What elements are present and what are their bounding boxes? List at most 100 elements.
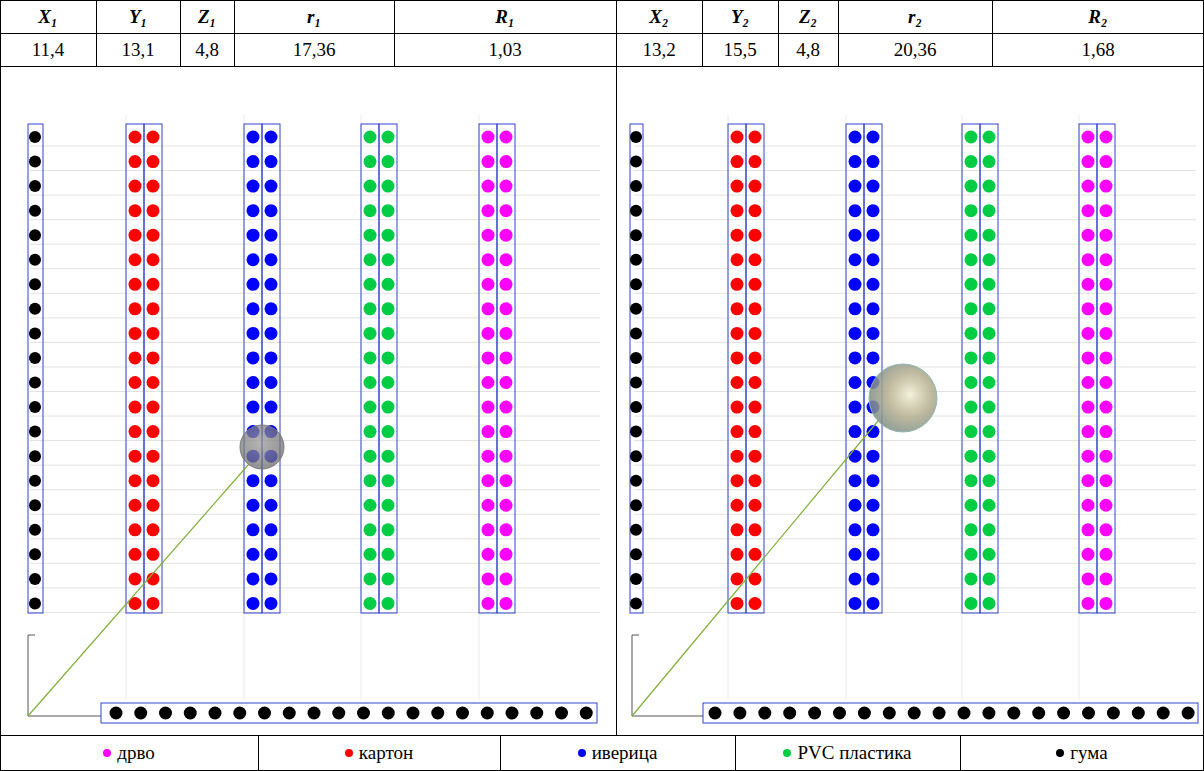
sample-dot	[965, 401, 978, 414]
sample-dot	[1100, 548, 1113, 561]
sample-dot	[982, 707, 995, 720]
sample-dot	[1082, 302, 1095, 315]
sample-dot	[382, 523, 395, 536]
sample-dot	[965, 450, 978, 463]
table-cell: R₂	[992, 0, 1204, 33]
sample-dot	[506, 707, 519, 720]
sample-dot	[749, 278, 762, 291]
table-value: 13,2	[642, 39, 675, 61]
sample-frame	[630, 124, 643, 613]
sample-dot	[867, 474, 880, 487]
sample-dot	[849, 278, 862, 291]
sample-dot	[382, 376, 395, 389]
grid-line	[634, 342, 1196, 343]
sample-dot	[247, 229, 260, 242]
sample-dot	[29, 450, 41, 462]
sample-dot	[867, 278, 880, 291]
sample-dot	[965, 523, 978, 536]
sample-dot	[1082, 425, 1095, 438]
sample-dot	[867, 572, 880, 585]
sample-dot	[1082, 474, 1095, 487]
grid-line	[634, 170, 1196, 171]
sample-dot	[283, 707, 296, 720]
sample-dot	[965, 327, 978, 340]
sample-dot	[500, 523, 513, 536]
sample-dot	[247, 253, 260, 266]
sample-dot	[147, 523, 160, 536]
sample-dot	[630, 377, 642, 389]
sample-dot	[731, 253, 744, 266]
sample-dot	[364, 351, 377, 364]
table-value: 20,36	[894, 39, 937, 61]
sample-dot	[247, 474, 260, 487]
sample-dot	[265, 572, 278, 585]
sample-dot	[364, 425, 377, 438]
sample-dot	[265, 155, 278, 168]
sample-dot	[1082, 401, 1095, 414]
sample-dot	[983, 572, 996, 585]
sample-dot	[265, 523, 278, 536]
sample-dot	[500, 450, 513, 463]
sample-frame	[864, 124, 882, 613]
sample-dot	[1100, 572, 1113, 585]
column-header: r₂	[908, 6, 922, 28]
table-line	[992, 0, 993, 66]
sample-dot	[184, 707, 197, 720]
table-cell: 17,36	[234, 33, 394, 66]
sample-dot	[983, 499, 996, 512]
sample-dot	[382, 180, 395, 193]
sample-dot	[749, 474, 762, 487]
sample-dot	[265, 474, 278, 487]
sample-dot	[933, 707, 946, 720]
grid-line	[634, 489, 1196, 490]
sample-dot	[265, 180, 278, 193]
sample-dot	[1082, 204, 1095, 217]
sample-dot	[482, 572, 495, 585]
sample-dot	[749, 401, 762, 414]
sample-dot	[258, 707, 271, 720]
sample-dot	[749, 450, 762, 463]
sample-dot	[134, 707, 147, 720]
legend-swatch	[345, 749, 353, 757]
sample-frame	[728, 124, 746, 613]
sample-dot	[407, 707, 420, 720]
sample-dot	[265, 204, 278, 217]
sample-dot	[247, 278, 260, 291]
sample-dot	[482, 474, 495, 487]
sample-dot	[382, 597, 395, 610]
grid-line	[634, 465, 1196, 466]
sample-dot	[1100, 425, 1113, 438]
sample-dot	[867, 499, 880, 512]
sample-dot	[867, 131, 880, 144]
sample-dot	[147, 376, 160, 389]
column-header: Z₂	[799, 6, 817, 28]
legend-entry: картон	[258, 736, 500, 770]
axis-tick	[632, 635, 639, 636]
table-line	[0, 770, 1204, 771]
sample-dot	[731, 351, 744, 364]
sample-dot	[983, 327, 996, 340]
table-cell: X₁	[0, 0, 96, 33]
sample-dot	[749, 180, 762, 193]
sample-dot	[364, 572, 377, 585]
sample-dot	[129, 474, 142, 487]
sound-source-sphere	[869, 364, 937, 432]
sample-dot	[983, 523, 996, 536]
sample-dot	[908, 707, 921, 720]
sample-dot	[147, 351, 160, 364]
sample-dot	[482, 499, 495, 512]
sample-dot	[129, 204, 142, 217]
sample-dot	[147, 204, 160, 217]
sample-dot	[265, 253, 278, 266]
table-cell: 1,03	[394, 33, 616, 66]
sample-dot	[382, 204, 395, 217]
sample-dot	[1100, 499, 1113, 512]
sample-dot	[867, 450, 880, 463]
sample-dot	[1032, 707, 1045, 720]
sample-dot	[849, 327, 862, 340]
sample-dot	[265, 278, 278, 291]
sample-dot	[833, 707, 846, 720]
sample-dot	[849, 401, 862, 414]
sample-dot	[382, 327, 395, 340]
